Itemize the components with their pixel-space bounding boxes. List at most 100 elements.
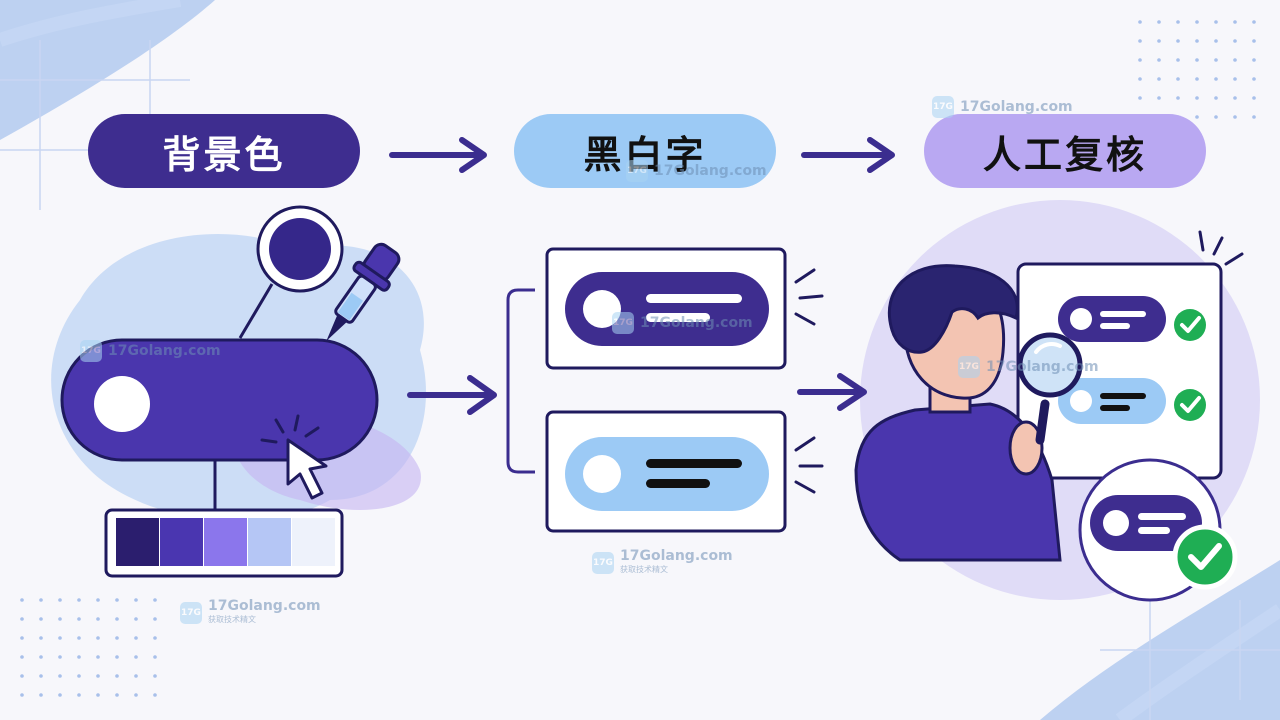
decor-dot [1157,39,1161,43]
watermark-logo-icon: 17G [592,552,614,574]
decor-dot [134,636,138,640]
decor-dot [1195,77,1199,81]
decor-dot [20,636,24,640]
decor-dot [1214,58,1218,62]
decor-dot [58,674,62,678]
decor-dot [1176,58,1180,62]
decor-dot [1157,96,1161,100]
decor-dot [96,693,100,697]
palette-swatch [116,518,159,566]
watermark-subtext: 获取技术精文 [620,565,668,574]
decor-dot [115,617,119,621]
decor-dot [1138,58,1142,62]
arrow-step2-to-step3 [801,137,895,173]
watermark-text: 17Golang.com [208,598,321,614]
decor-dot [1176,96,1180,100]
arrow-step1-to-step2 [389,137,487,173]
decor-dot [96,598,100,602]
decor-dot [58,598,62,602]
decor-dot [96,617,100,621]
decor-dot [1138,39,1142,43]
decor-dot [153,655,157,659]
decor-dot [77,636,81,640]
check-icon [1174,309,1206,341]
watermark-logo-icon: 17G [932,96,954,118]
decor-dot [115,655,119,659]
decor-dot [96,636,100,640]
decor-dot [96,674,100,678]
decor-dot [134,617,138,621]
step-pill-background-color: 背景色 [88,114,360,188]
watermark-logo-icon: 17G [958,356,980,378]
watermark-logo-icon: 17G [180,602,202,624]
decor-dot [77,693,81,697]
palette-swatch [204,518,247,566]
decor-dot [77,598,81,602]
decor-dot [1233,39,1237,43]
decor-dot [1252,39,1256,43]
decor-dot [1214,115,1218,119]
decor-dot [39,655,43,659]
decor-dot [115,693,119,697]
decor-dot [1233,20,1237,24]
decor-dot [1214,39,1218,43]
watermark-logo-icon: 17G [80,340,102,362]
decor-dot [39,636,43,640]
decor-dot [153,693,157,697]
arrow-left-to-middle [407,375,497,415]
watermark: 17G 17Golang.com [958,356,1099,378]
watermark-text: 17Golang.com [960,98,1073,115]
decor-dot [1157,20,1161,24]
palette-swatch [160,518,203,566]
decor-dot [1233,77,1237,81]
decor-dot [153,674,157,678]
watermark-text: 17Golang.com [620,548,733,564]
watermark-logo-icon: 17G [612,312,634,334]
decor-dot [1195,39,1199,43]
decor-dot [20,617,24,621]
palette-swatch [248,518,291,566]
decor-dot [20,598,24,602]
decor-dot [134,655,138,659]
decor-dot [58,617,62,621]
decor-dot [1157,58,1161,62]
decor-dot [58,636,62,640]
decor-dot [1214,20,1218,24]
decor-dot [153,598,157,602]
pointer-cursor-icon [260,414,328,500]
arrow-middle-to-right [797,373,867,411]
decor-dot [39,674,43,678]
decor-dot [77,617,81,621]
decor-dot [1138,20,1142,24]
color-swatch-icon [256,205,344,293]
watermark-subtext: 获取技术精文 [208,615,256,624]
eyedropper-icon [326,242,401,341]
reviewer-person [854,264,1083,562]
decor-dot [134,693,138,697]
watermark: 17G 17Golang.com [80,340,221,362]
decor-dot [1195,20,1199,24]
watermark-text: 17Golang.com [986,358,1099,375]
decor-dot [1176,20,1180,24]
decor-dot [39,598,43,602]
decor-dot [134,674,138,678]
approved-badge [1078,458,1238,602]
decor-dot [1252,58,1256,62]
decor-dot [58,655,62,659]
decor-dot [39,693,43,697]
watermark-text: 17Golang.com [108,342,221,359]
decor-dot [39,617,43,621]
magnifier-icon [1017,332,1083,445]
watermark-logo-icon: 17G [626,160,648,182]
palette-swatch [292,518,335,566]
light-background-card [545,410,824,533]
decor-dot [1233,115,1237,119]
decor-dot [20,674,24,678]
watermark: 17G 17Golang.com [626,160,767,182]
decor-dot [153,636,157,640]
decor-dot [1138,77,1142,81]
decor-dot [1252,96,1256,100]
